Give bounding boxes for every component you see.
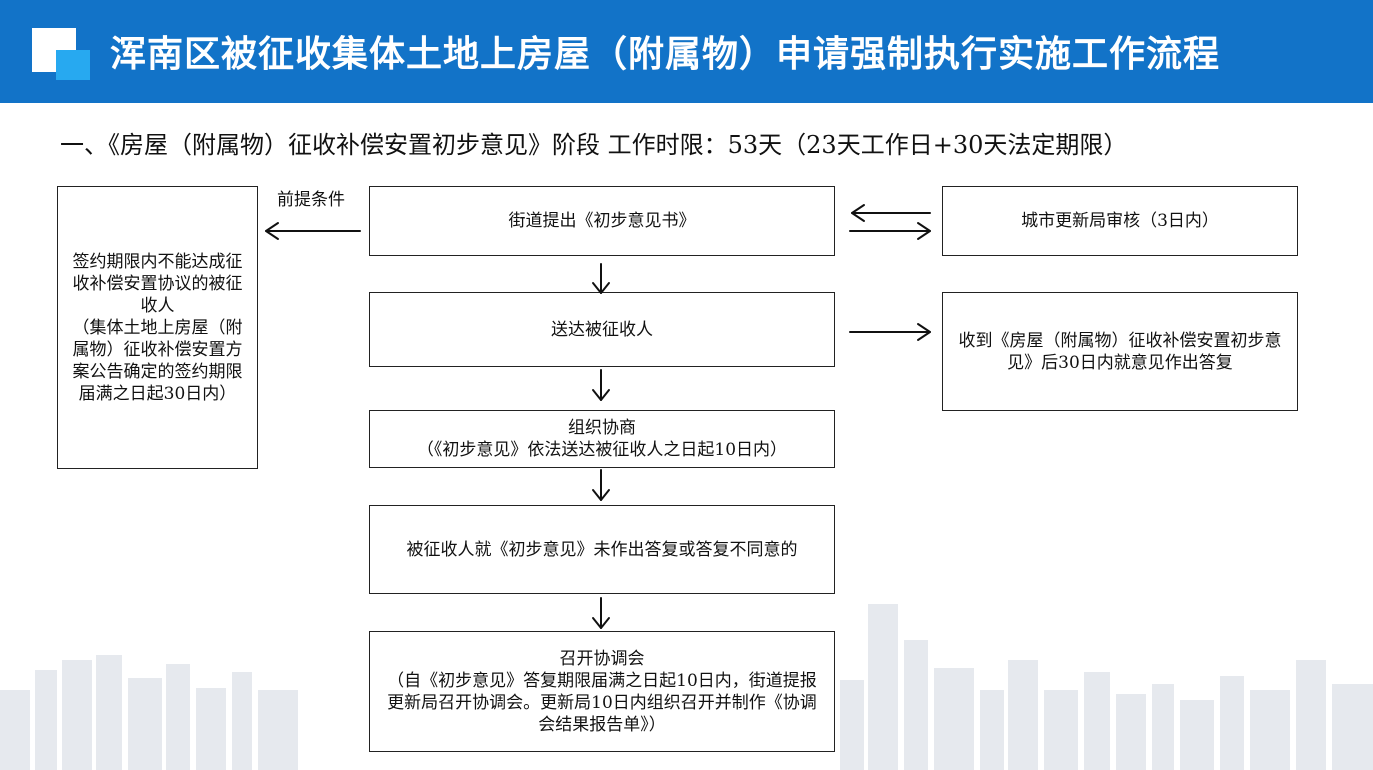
step-street-submits-opinion: 街道提出《初步意见书》 [369,186,835,256]
logo-square-blue [56,50,90,80]
step4-text: 被征收人就《初步意见》未作出答复或答复不同意的 [406,539,798,560]
arrow-step3-to-step4 [592,469,610,501]
left-box-line1: 签约期限内不能达成征收补偿安置协议的被征收人 [72,251,243,316]
step1-text: 街道提出《初步意见书》 [508,211,696,231]
review-box: 城市更新局审核（3日内） [942,186,1298,256]
arrow-to-review [849,222,931,240]
step5-title: 召开协调会 [559,648,645,669]
arrow-step2-to-step3 [592,369,610,401]
review-text: 城市更新局审核（3日内） [1021,211,1219,231]
step5-detail: （自《初步意见》答复期限届满之日起10日内，街道提报更新局召开协调会。更新局10… [387,670,817,735]
left-box-unsigned-expropriated: 签约期限内不能达成征收补偿安置协议的被征收人 （集体土地上房屋（附属物）征收补偿… [57,186,258,469]
arrow-step4-to-step5 [592,597,610,629]
arrow-step1-to-step2 [592,263,610,294]
step-negotiation: 组织协商 （《初步意见》依法送达被征收人之日起10日内） [369,410,835,468]
step3-title: 组织协商 [568,418,636,438]
step-no-reply-or-disagree: 被征收人就《初步意见》未作出答复或答复不同意的 [369,505,835,594]
precondition-label: 前提条件 [277,190,345,210]
step3-detail: （《初步意见》依法送达被征收人之日起10日内） [416,440,788,460]
section-heading: 一、《房屋（附属物）征收补偿安置初步意见》阶段 工作时限：53天（23天工作日+… [60,131,1128,159]
step-deliver-to-expropriated: 送达被征收人 [369,292,835,367]
arrow-review-back [851,204,931,222]
arrow-to-reply [849,323,931,341]
step-coordination-meeting: 召开协调会 （自《初步意见》答复期限届满之日起10日内，街道提报更新局召开协调会… [369,631,835,752]
left-box-line2: （集体土地上房屋（附属物）征收补偿安置方案公告确定的签约期限届满之日起30日内） [72,317,243,404]
arrow-to-left-box [265,222,361,240]
header-bar: 浑南区被征收集体土地上房屋（附属物）申请强制执行实施工作流程 [0,0,1373,103]
reply-box: 收到《房屋（附属物）征收补偿安置初步意见》后30日内就意见作出答复 [942,292,1298,411]
reply-text: 收到《房屋（附属物）征收补偿安置初步意见》后30日内就意见作出答复 [958,330,1282,373]
step2-text: 送达被征收人 [551,319,653,340]
page-title: 浑南区被征收集体土地上房屋（附属物）申请强制执行实施工作流程 [110,34,1221,75]
